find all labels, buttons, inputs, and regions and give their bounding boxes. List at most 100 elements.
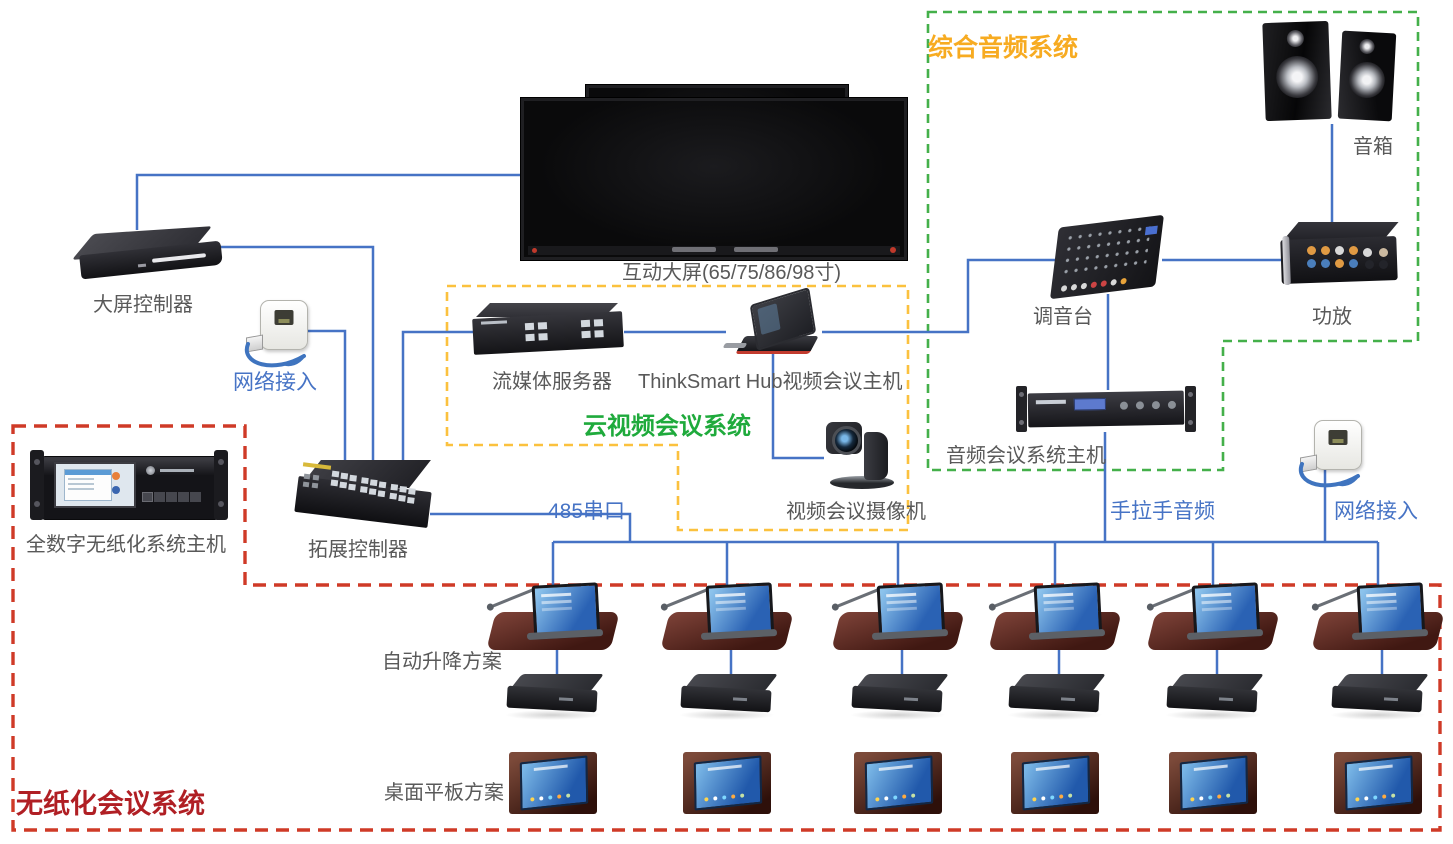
wire-hub-to-mixer xyxy=(822,258,1058,334)
label-hand-in-hand-audio: 手拉手音频 xyxy=(1110,500,1215,523)
device-front-face xyxy=(1280,235,1398,285)
lift-monitor-unit xyxy=(486,582,623,652)
terminal-box-unit xyxy=(679,672,779,722)
screen-tray xyxy=(734,247,778,252)
rack-ear xyxy=(1185,386,1196,432)
terminal-box-unit xyxy=(1007,672,1107,722)
lift-monitor-unit xyxy=(1311,582,1448,652)
tablet-screen xyxy=(1021,755,1091,811)
label-streaming-server: 流媒体服务器 xyxy=(492,371,612,393)
network-jack-left-icon xyxy=(244,300,314,376)
expansion-controller-device xyxy=(294,458,436,534)
desktop-tablet-unit xyxy=(1011,752,1099,814)
screen-led xyxy=(890,247,896,253)
box-front-face xyxy=(680,685,772,713)
microphone xyxy=(666,587,710,608)
section-title-cloud-video: 云视频会议系统 xyxy=(583,413,751,440)
tablet-screen xyxy=(1344,755,1414,811)
screen-icon xyxy=(112,486,120,494)
wall-plate xyxy=(1314,420,1362,470)
streaming-server-device xyxy=(472,303,625,357)
switch-ports xyxy=(331,470,340,478)
brand-mark xyxy=(1035,399,1066,405)
amp-knobs xyxy=(1307,246,1316,255)
rack-ear xyxy=(1016,386,1027,432)
tablet-screen xyxy=(1179,755,1249,811)
hub-foot xyxy=(722,343,748,348)
mixer-buttons xyxy=(1060,285,1068,292)
lift-monitor-unit xyxy=(988,582,1125,652)
desktop-tablet-unit xyxy=(509,752,597,814)
label-interactive-screen: 互动大屏(65/75/86/98寸) xyxy=(622,262,841,284)
brand-logo xyxy=(146,466,155,475)
brand-mark xyxy=(160,469,194,472)
box-front-face xyxy=(851,685,943,713)
lift-monitor-unit xyxy=(660,582,797,652)
label-audio-conf-host: 音频会议系统主机 xyxy=(946,445,1106,467)
box-shadow xyxy=(850,710,946,720)
cable-swoosh xyxy=(1298,462,1360,488)
wire-server-to-switch xyxy=(401,330,477,462)
rj45-port xyxy=(274,310,294,325)
box-front-face xyxy=(1008,685,1100,713)
wire-controller-to-screen xyxy=(135,173,521,230)
label-paperless-host: 全数字无纸化系统主机 xyxy=(26,534,226,556)
mixer-display xyxy=(1144,225,1158,236)
rack-ear xyxy=(214,450,228,520)
box-shadow xyxy=(1330,710,1426,720)
switch-leds xyxy=(303,473,311,480)
terminal-box-unit xyxy=(1330,672,1430,722)
host-knobs xyxy=(1119,401,1129,410)
interactive-screens-device xyxy=(520,83,910,261)
label-485-serial: 485串口 xyxy=(548,500,626,523)
mixer-knobs xyxy=(1060,222,1152,280)
microphone xyxy=(1317,587,1361,608)
host-screen-window xyxy=(64,469,112,501)
wire-hub-to-camera xyxy=(771,352,824,460)
label-network-access-left: 网络接入 xyxy=(233,371,317,394)
microphone xyxy=(837,587,881,608)
screen-led xyxy=(532,248,537,253)
box-shadow xyxy=(679,710,775,720)
wire-controller-to-switch xyxy=(200,245,375,462)
label-mixer: 调音台 xyxy=(1033,306,1093,328)
audio-system-section-box xyxy=(926,10,1420,472)
wire-netjack-left-to-switch xyxy=(293,329,347,462)
label-expansion-controller: 拓展控制器 xyxy=(308,539,408,561)
speaker-left xyxy=(1262,20,1332,122)
tablet-screen xyxy=(864,755,934,811)
host-display xyxy=(1073,398,1107,411)
section-title-audio: 综合音频系统 xyxy=(928,34,1079,62)
audio-host-device xyxy=(1016,384,1196,436)
desktop-tablet-unit xyxy=(1169,752,1257,814)
paperless-host-device xyxy=(30,450,228,522)
port-cluster xyxy=(524,322,535,331)
desktop-tablet-unit xyxy=(683,752,771,814)
cable-swoosh xyxy=(244,342,306,368)
box-front-face xyxy=(1331,685,1423,713)
box-shadow xyxy=(1165,710,1261,720)
rack-ear xyxy=(30,450,44,520)
terminal-box-unit xyxy=(505,672,605,722)
label-thinksmart-hub: ThinkSmart Hub视频会议主机 xyxy=(638,371,903,393)
paperless-section-box xyxy=(11,424,1442,832)
tablet-screen xyxy=(693,755,763,811)
label-screen-controller: 大屏控制器 xyxy=(93,294,193,316)
camera-body xyxy=(864,432,888,480)
desktop-tablet-unit xyxy=(854,752,942,814)
tablet-screen xyxy=(519,755,589,811)
cloud-video-section-box xyxy=(445,284,910,532)
host-screen xyxy=(54,462,136,508)
port-cluster xyxy=(580,319,591,328)
network-jack-right-icon xyxy=(1298,420,1368,496)
label-amplifier: 功放 xyxy=(1312,306,1352,328)
lift-monitor-unit xyxy=(831,582,968,652)
label-speakers: 音箱 xyxy=(1353,136,1393,158)
mixer-panel xyxy=(1049,214,1165,300)
video-camera-device xyxy=(818,422,908,492)
microphone xyxy=(994,587,1038,608)
lift-monitor-unit xyxy=(1146,582,1283,652)
front-buttons xyxy=(142,492,153,502)
screen-controller-device xyxy=(71,224,228,286)
